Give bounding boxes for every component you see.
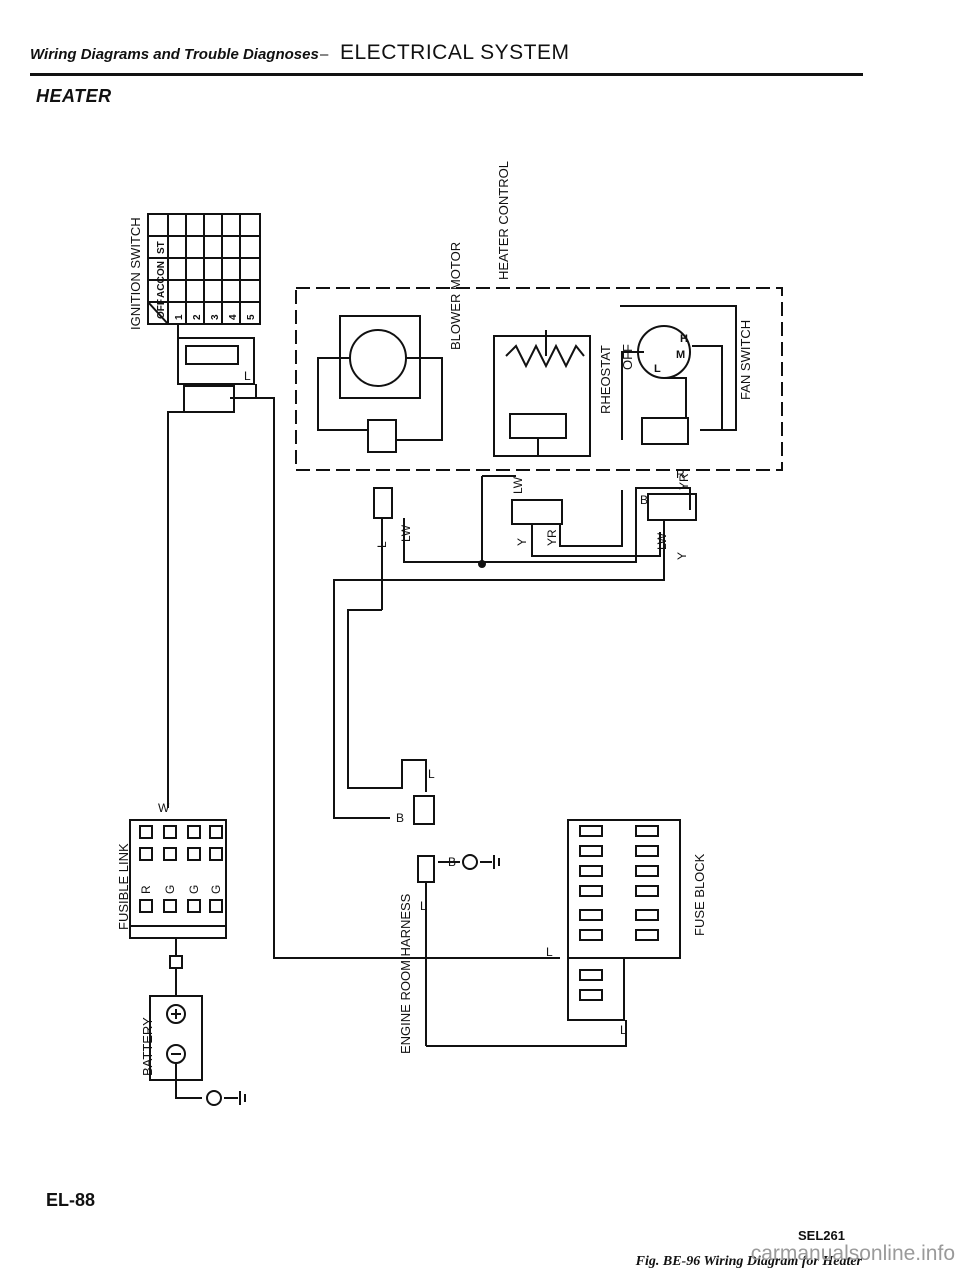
wire-label-l-2: L (428, 767, 435, 781)
page-header: Wiring Diagrams and Trouble Diagnoses – … (30, 40, 870, 74)
wire-label-lw-1: LW (399, 524, 413, 542)
ign-term-1: 1 (174, 314, 185, 320)
wire-label-lw-2: LW (511, 476, 525, 494)
ign-pos-st: ST (156, 241, 167, 254)
wire-label-y-2: Y (675, 552, 689, 560)
battery-label: BATTERY (140, 1017, 155, 1076)
blower-motor-label: BLOWER MOTOR (448, 242, 463, 350)
wire-label-l-1: L (375, 541, 389, 548)
wire-label-r-fl: R (139, 885, 153, 894)
ign-term-4: 4 (228, 314, 239, 320)
figure-caption: Fig. BE-96 Wiring Diagram for Heater (635, 1254, 862, 1269)
wire-label-y-1: Y (515, 538, 529, 546)
wire-label-r: R (676, 467, 685, 481)
fan-pos-off: OFF (620, 344, 635, 370)
fuse-block-label: FUSE BLOCK (692, 853, 707, 936)
wire-label-l-4: L (546, 945, 553, 959)
header-separator: – (320, 46, 329, 63)
fan-pos-l: L (654, 363, 661, 375)
ign-term-3: 3 (210, 314, 221, 320)
ign-pos-on: ON (156, 261, 167, 276)
wire-label-yr-1: YR (545, 529, 559, 546)
watermark: carmanualsonline.info (750, 1242, 955, 1265)
ign-pos-acc: ACC (156, 276, 167, 298)
wire-label-l-5: L (620, 1023, 627, 1037)
fusible-link-label: FUSIBLE LINK (116, 843, 131, 930)
engine-room-harness-label: ENGINE ROOM HARNESS (398, 893, 413, 1054)
wire-label-g-fl3: G (209, 885, 223, 894)
page-number: EL-88 (46, 1190, 96, 1210)
figure-code: SEL261 (798, 1228, 845, 1243)
ignition-switch-label: IGNITION SWITCH (128, 217, 143, 330)
wire-label-l-3: L (420, 899, 427, 913)
ign-term-5: 5 (246, 314, 257, 320)
wire-label-g-fl2: G (187, 885, 201, 894)
fan-switch-label: FAN SWITCH (738, 320, 753, 400)
wire-label-lw-3: LW (655, 532, 669, 550)
wire-label-b-3: B (448, 855, 456, 869)
ignition-switch-grid (147, 213, 261, 325)
section-title: HEATER (36, 86, 112, 106)
ign-pos-off: OFF (156, 299, 167, 319)
heater-control-label: HEATER CONTROL (496, 161, 511, 280)
header-system: ELECTRICAL SYSTEM (340, 41, 570, 64)
ign-term-2: 2 (192, 314, 203, 320)
wire-label-yr-2: YR (677, 473, 691, 490)
wire-label-b-2: B (396, 811, 404, 825)
rheostat-label: RHEOSTAT (598, 345, 613, 414)
wire-label-l-ign: L (244, 369, 251, 383)
wire-label-g-fl1: G (163, 885, 177, 894)
header-rule (30, 73, 863, 76)
wire-label-w: W (158, 801, 170, 815)
fan-pos-h: H (680, 333, 688, 345)
fan-pos-m: M (676, 349, 685, 361)
wire-label-b-1: B (640, 493, 648, 507)
header-category: Wiring Diagrams and Trouble Diagnoses (30, 46, 319, 63)
